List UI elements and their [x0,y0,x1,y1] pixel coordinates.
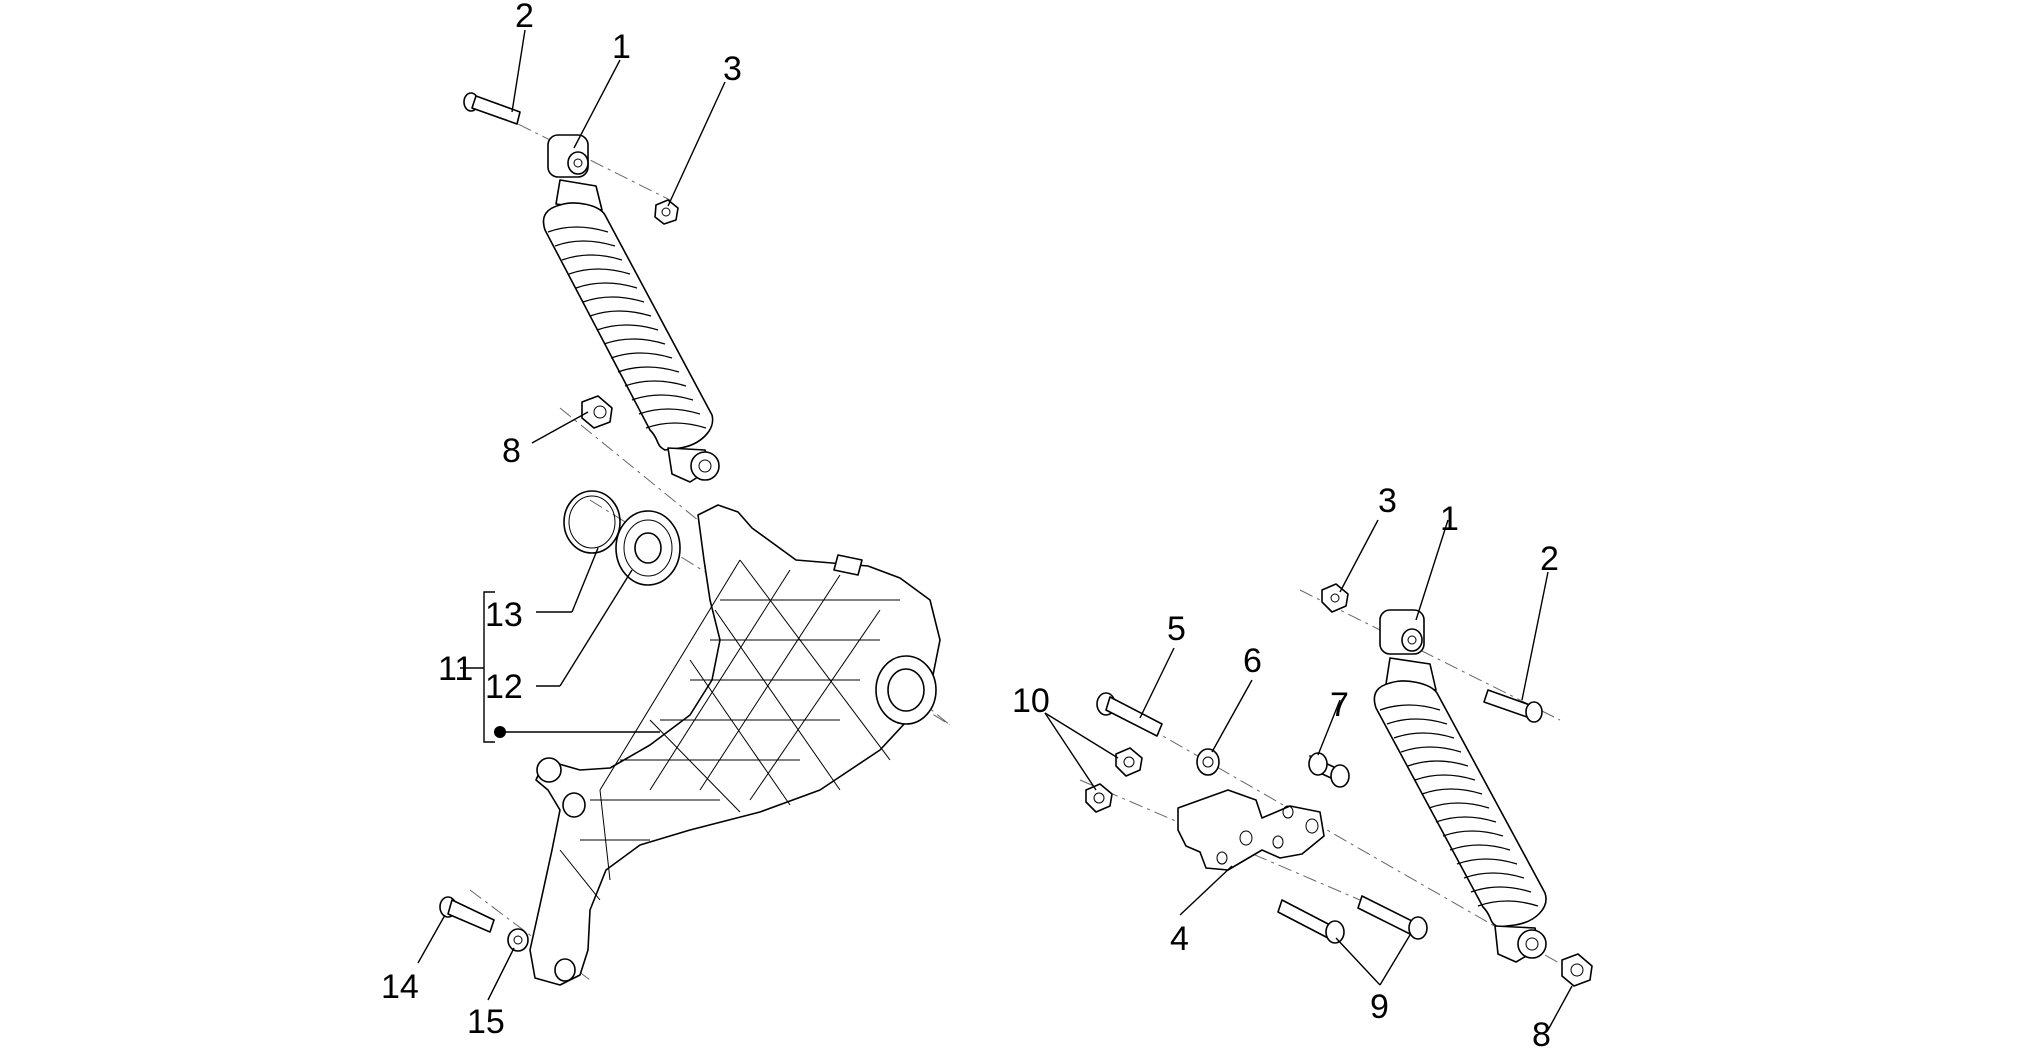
bracket-nuts [1085,747,1143,813]
bearing [615,510,681,586]
left-lower-nut [581,395,613,429]
callout-1-right: 1 [1440,500,1459,538]
callout-9: 9 [1370,988,1389,1026]
callout-11: 11 [438,650,473,688]
callout-10: 10 [1012,682,1050,720]
swing-arm [529,504,941,986]
left-shock-spring-coils [547,226,707,429]
right-shock-spring-coils [1379,704,1539,907]
callout-8-left: 8 [502,432,521,470]
callout-14: 14 [381,968,419,1006]
callout-15: 15 [467,1003,505,1041]
right-lower-nut [1561,953,1593,987]
left-shock-absorber [542,134,720,483]
right-shock-absorber [1373,609,1547,963]
right-top-nut [1321,583,1349,613]
callout-labels: 2 1 3 8 13 11 12 14 15 3 1 2 5 6 10 7 4 … [381,0,1559,1053]
callout-3-left: 3 [723,50,742,88]
bracket-mount-bolts [1277,895,1428,944]
swing-arm-ribs [559,559,900,901]
leader-lines [417,29,1573,1031]
callout-8-right: 8 [1532,1016,1551,1053]
right-top-bolt [1483,689,1543,723]
callout-13: 13 [485,596,523,634]
callout-6: 6 [1243,642,1262,680]
callout-5: 5 [1167,610,1186,648]
bracket-washer [1196,748,1220,776]
callout-3-right: 3 [1378,482,1397,520]
assembly-indicator-dot [494,726,506,738]
left-top-bolt [463,92,521,125]
callout-7: 7 [1330,686,1349,724]
bracket-spacer [1308,752,1350,788]
callout-2-left: 2 [515,0,534,35]
left-top-nut [654,199,679,225]
lower-washer [507,928,529,952]
callout-12: 12 [485,668,523,706]
lower-bolt [439,896,495,933]
circlip [563,490,621,554]
callout-2-right: 2 [1540,540,1559,578]
callout-4: 4 [1170,920,1189,958]
callout-1-left: 1 [612,28,631,66]
bracket-bolt [1096,692,1163,737]
shock-bracket [1177,789,1325,871]
